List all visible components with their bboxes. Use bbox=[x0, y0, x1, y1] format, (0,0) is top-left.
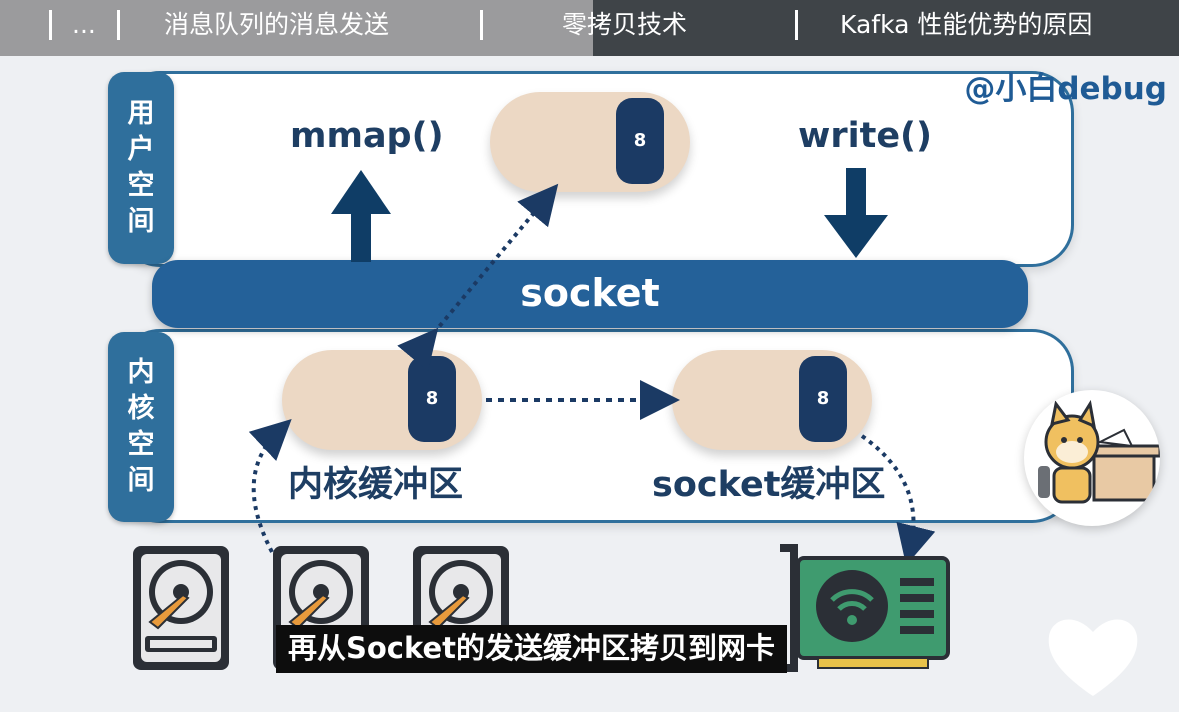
network-card-icon bbox=[780, 544, 950, 672]
kernel-buffer-label: 内核缓冲区 bbox=[288, 465, 464, 505]
chapter-separator bbox=[117, 10, 120, 40]
socket-buffer-chip: 8 bbox=[799, 356, 847, 442]
kernel-space-char: 空 bbox=[127, 429, 155, 460]
avatar[interactable] bbox=[1024, 390, 1160, 526]
mmap-up-arrow bbox=[331, 170, 391, 262]
socket-buffer-label: socket缓冲区 bbox=[652, 465, 886, 505]
heart-icon[interactable] bbox=[1045, 612, 1141, 698]
user-buffer-chip: 8 bbox=[616, 98, 664, 184]
write-label: write() bbox=[798, 116, 933, 156]
mmap-share-connector bbox=[397, 183, 559, 372]
watermark: @小白debug bbox=[964, 71, 1167, 107]
kernel-space-char: 内 bbox=[127, 357, 155, 388]
chapter-separator bbox=[49, 10, 52, 40]
chapter-bar bbox=[0, 0, 1179, 56]
chapter-prev[interactable]: 消息队列的消息发送 bbox=[164, 10, 390, 39]
chapter-next[interactable]: Kafka 性能优势的原因 bbox=[840, 10, 1093, 39]
avatar-icon bbox=[1038, 399, 1160, 504]
user-space-char: 空 bbox=[127, 170, 155, 201]
user-space-label: 用 户 空 间 bbox=[108, 72, 174, 264]
disk-to-kernel-connector bbox=[248, 419, 292, 553]
chapter-current[interactable]: 零拷贝技术 bbox=[562, 10, 688, 39]
socket-to-nic-connector bbox=[860, 434, 936, 566]
user-space-char: 用 bbox=[127, 98, 155, 129]
disk-icon bbox=[133, 546, 229, 670]
chapter-separator bbox=[795, 10, 798, 40]
kernel-space-char: 核 bbox=[127, 393, 155, 424]
chapter-ellipsis[interactable]: ... bbox=[72, 10, 96, 39]
write-down-arrow bbox=[824, 168, 888, 258]
chapter-separator bbox=[480, 10, 483, 40]
kernel-space-label: 内 核 空 间 bbox=[108, 332, 174, 522]
mmap-label: mmap() bbox=[290, 116, 444, 156]
socket-bar: socket bbox=[152, 260, 1028, 328]
user-space-char: 户 bbox=[127, 134, 155, 165]
kernel-space-char: 间 bbox=[127, 465, 155, 496]
subtitle-caption: 再从Socket的发送缓冲区拷贝到网卡 bbox=[276, 625, 788, 673]
user-space-char: 间 bbox=[127, 206, 155, 237]
